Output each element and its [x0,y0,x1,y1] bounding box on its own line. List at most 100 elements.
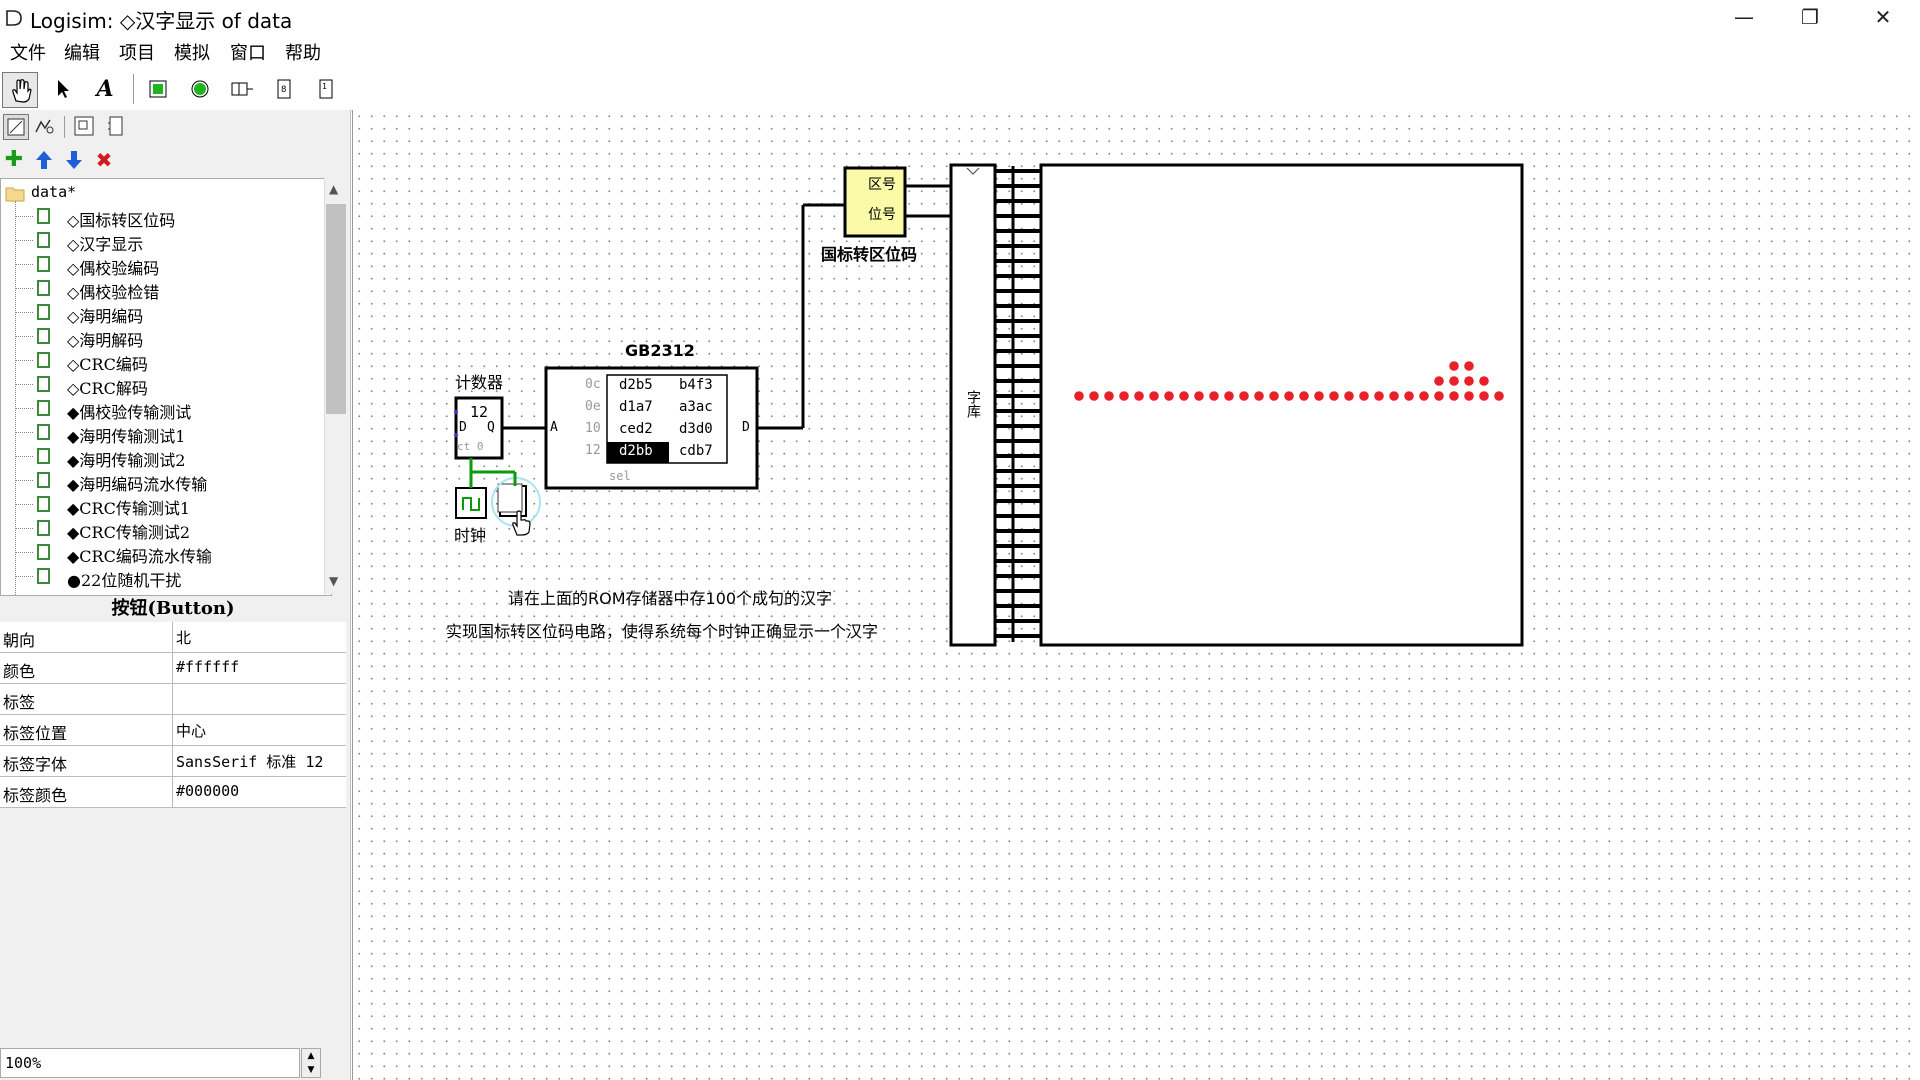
tree-item[interactable]: ◆CRC传输测试2 [1,517,321,542]
zoom-spinner[interactable]: ▲▼ [301,1048,321,1078]
attr-value[interactable]: #000000 [176,782,240,800]
tree-item[interactable]: ◇CRC编码 [1,349,321,374]
tree-connector [15,216,33,217]
output-led-tool[interactable] [183,72,217,106]
delete-x-icon: ✖ [95,148,113,172]
tree-item[interactable]: ◇CRC解码 [1,373,321,398]
circuit-icon [37,352,50,368]
tree-item-label: ◇国标转区位码 [67,211,176,230]
led-dot [1179,391,1189,401]
tree-item[interactable]: ◆海明传输测试2 [1,445,321,470]
move-down-button[interactable] [62,148,86,172]
scroll-up-icon[interactable]: ▲ [329,182,339,196]
delete-circuit-button[interactable]: ✖ [92,148,116,172]
attr-row-color[interactable]: 颜色#ffffff [0,653,346,684]
attr-row-label-location[interactable]: 标签位置中心 [0,715,346,746]
led-dot [1329,391,1339,401]
toolbar-divider [133,74,134,104]
input-pin-tool[interactable] [141,72,175,106]
tree-connector [15,480,33,481]
menu-help[interactable]: 帮助 [285,43,321,64]
rom-cell[interactable]: b4f3 [679,377,713,393]
minimize-button[interactable]: — [1734,5,1754,29]
menu-project[interactable]: 项目 [119,43,155,64]
rom-cell[interactable]: a3ac [679,399,713,415]
edit-layout-button[interactable] [72,114,96,138]
menu-edit[interactable]: 编辑 [64,43,100,64]
rom-cell[interactable]: d1a7 [619,399,653,415]
add-circuit-button[interactable]: ✚ [2,148,26,172]
restore-button[interactable]: ❐ [1801,5,1819,29]
led-dot [1344,391,1354,401]
attr-row-label[interactable]: 标签 [0,684,346,715]
tree-item[interactable]: ◆海明编码流水传输 [1,469,321,494]
tree-item[interactable]: ◇汉字显示 [1,229,321,254]
scroll-down-icon[interactable]: ▼ [329,574,339,588]
text-tool[interactable]: A [88,72,122,106]
attr-key: 标签字体 [3,755,68,774]
attr-row-label-color[interactable]: 标签颜色#000000 [0,777,346,808]
tree-item[interactable]: ●22位随机干扰 [1,565,321,590]
menu-file[interactable]: 文件 [10,43,46,64]
circuit-icon [37,520,50,536]
svg-text:1: 1 [322,82,327,91]
tree-root[interactable]: data* [1,181,321,205]
tree-item[interactable]: ◆CRC编码流水传输 [1,541,321,566]
circuit-icon [37,256,50,272]
attr-row-facing[interactable]: 朝向北 [0,622,346,653]
tree-item[interactable]: ◇海明编码 [1,301,321,326]
edit-appearance-button[interactable] [104,114,128,138]
led-dot [1464,391,1474,401]
tree-item[interactable]: ◆海明传输测试1 [1,421,321,446]
rom-title: GB2312 [625,341,695,360]
rom-cell[interactable]: ced2 [619,421,653,437]
menu-bar: 文件 编辑 项目 模拟 窗口 帮助 [0,34,1920,66]
rom-addr: 12 [585,443,601,458]
tree-item-label: ◆偶校验传输测试 [67,403,192,422]
tree-item-label: ●22位随机干扰 [67,571,182,590]
arrow-down-icon [66,151,82,169]
attributes-title: 按钮(Button) [111,598,235,619]
close-button[interactable]: ✕ [1874,5,1892,29]
probe-tool[interactable]: 1 [309,72,343,106]
splitter-tool[interactable]: 8 [267,72,301,106]
attr-value[interactable]: #ffffff [176,658,240,676]
tree-item[interactable]: ◇海明解码 [1,325,321,350]
output-led-icon [191,80,209,98]
rom-cell[interactable]: d2b5 [619,377,653,393]
tree-item[interactable]: ◆CRC传输测试1 [1,493,321,518]
led-dot [1314,391,1324,401]
tree-item[interactable]: ◇偶校验检错 [1,277,321,302]
led-dot [1449,376,1459,386]
menu-window[interactable]: 窗口 [230,43,266,64]
rom-cell[interactable]: d2bb [619,443,653,459]
tree-connector [15,504,33,505]
tree-connector [15,384,33,385]
tree-item[interactable]: ◆偶校验传输测试 [1,397,321,422]
tree-item[interactable]: ◇国标转区位码 [1,205,321,230]
attr-row-label-font[interactable]: 标签字体 SansSerif 标准 12 [0,746,346,777]
poke-hand-tool[interactable] [2,72,38,108]
select-tool[interactable] [46,72,80,106]
button-tool[interactable] [225,72,259,106]
left-panel: ✚ ✖ data* ◇国标转区位码◇汉字显示◇偶校验编码◇偶校验检错◇海明编码◇… [0,110,351,1080]
arrow-up-icon [36,151,52,169]
move-up-button[interactable] [32,148,56,172]
circuit-icon [37,568,50,584]
rom-cell[interactable]: d3d0 [679,421,713,437]
attr-value[interactable]: 北 [176,629,192,647]
tree-item[interactable]: ◇偶校验编码 [1,253,321,278]
simulation-tree-button[interactable] [32,114,56,138]
button-icon [231,82,253,96]
tree-connector [15,201,16,595]
rom-cell[interactable]: cdb7 [679,443,713,459]
toolbox-view-button[interactable] [3,114,29,140]
led-dot [1209,391,1219,401]
tree-scroll-thumb[interactable] [326,204,346,414]
zoom-field[interactable]: 100% [0,1048,300,1078]
attr-value[interactable]: SansSerif 标准 12 [176,753,324,771]
circuit-icon [37,544,50,560]
attr-value[interactable]: 中心 [176,722,207,740]
menu-simulate[interactable]: 模拟 [174,43,210,64]
